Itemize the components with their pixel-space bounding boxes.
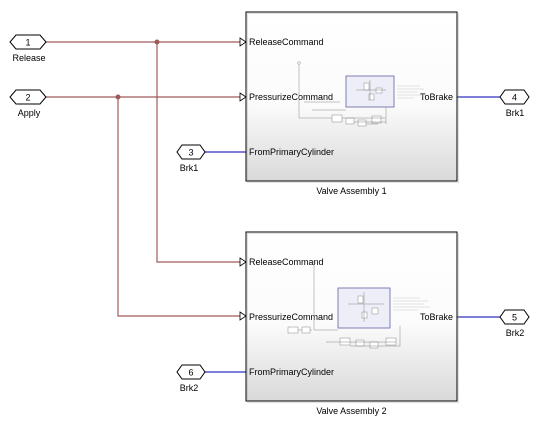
connport-5[interactable]: 5 bbox=[499, 309, 530, 325]
block2-release-port-label: ReleaseCommand bbox=[249, 257, 324, 267]
signal-lines bbox=[46, 41, 240, 317]
apply-line-branch[interactable] bbox=[117, 97, 240, 317]
connport-6-number: 6 bbox=[188, 368, 193, 378]
block2-primary-port-label: FromPrimaryCylinder bbox=[249, 367, 334, 377]
block2-internal-preview bbox=[287, 261, 430, 349]
inport-2-number: 2 bbox=[25, 93, 30, 103]
release-line-branch[interactable] bbox=[156, 42, 240, 263]
release-input-arrow-2 bbox=[239, 257, 247, 267]
connport-6-label: Brk2 bbox=[180, 383, 199, 393]
block1-release-port-label: ReleaseCommand bbox=[249, 37, 324, 47]
inport-2-label: Apply bbox=[18, 108, 41, 118]
inport-1-number: 1 bbox=[25, 38, 30, 48]
valve-assembly-2-block[interactable]: ReleaseCommand PressurizeCommand FromPri… bbox=[239, 231, 459, 403]
pressurize-input-arrow bbox=[239, 92, 247, 102]
physical-lines bbox=[205, 96, 500, 373]
inport-1[interactable]: 1 bbox=[9, 34, 47, 50]
release-branch-point bbox=[154, 39, 160, 45]
block2-pressurize-port-label: PressurizeCommand bbox=[249, 312, 333, 322]
connport-4-label: Brk1 bbox=[506, 108, 525, 118]
pressurize-input-arrow-2 bbox=[239, 311, 247, 321]
connport-3[interactable]: 3 bbox=[176, 144, 206, 160]
block1-pressurize-port-label: PressurizeCommand bbox=[249, 92, 333, 102]
valve-assembly-1-title: Valve Assembly 1 bbox=[316, 186, 386, 196]
connport-5-label: Brk2 bbox=[506, 328, 525, 338]
apply-branch-point bbox=[115, 94, 121, 100]
block1-primary-port-label: FromPrimaryCylinder bbox=[249, 147, 334, 157]
connport-4[interactable]: 4 bbox=[499, 89, 530, 105]
valve-assembly-1-block[interactable]: ReleaseCommand PressurizeCommand FromPri… bbox=[239, 11, 459, 183]
release-input-arrow bbox=[239, 37, 247, 47]
connport-4-number: 4 bbox=[512, 93, 517, 103]
connport-5-number: 5 bbox=[512, 313, 517, 323]
block1-output-port-label: ToBrake bbox=[420, 92, 453, 102]
inport-2[interactable]: 2 bbox=[9, 89, 47, 105]
block1-internal-preview bbox=[297, 61, 426, 127]
connport-3-number: 3 bbox=[188, 148, 193, 158]
valve-assembly-2-title: Valve Assembly 2 bbox=[316, 406, 386, 416]
block2-output-port-label: ToBrake bbox=[420, 312, 453, 322]
connport-6[interactable]: 6 bbox=[176, 364, 206, 380]
connport-3-label: Brk1 bbox=[180, 163, 199, 173]
inport-1-label: Release bbox=[12, 53, 45, 63]
